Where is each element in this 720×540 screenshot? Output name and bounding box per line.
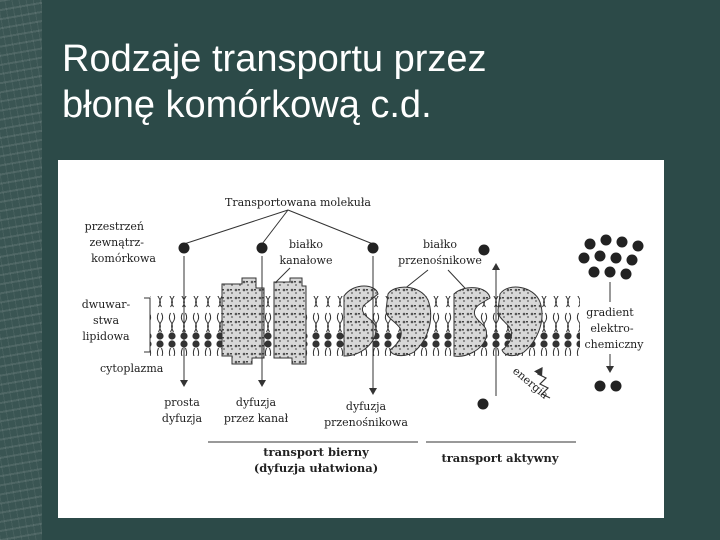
carrier-diffusion-line-1: dyfuzja [346,400,387,413]
molecule-branch-lines [183,209,374,245]
gradient-line-2: elektro- [590,322,634,335]
outside-molecules [178,242,490,256]
molecule-carrier-outside [367,242,379,254]
label-gradient: gradient elektro- chemiczny [585,306,645,351]
channel-diffusion-line-2: przez kanał [224,412,289,425]
passive-transport-line-2: (dyfuzja ułatwiona) [254,461,378,475]
label-lipid-bilayer: dwuwar- stwa lipidowa [82,298,131,343]
label-passive-transport: transport bierny (dyfuzja ułatwiona) [254,445,378,475]
top-label-transported-molecule: Transportowana molekuła [225,196,371,209]
channel-protein-line-1: białko [289,238,323,251]
channel-protein-pointer [275,267,291,283]
inside-molecules [477,380,622,410]
simple-diffusion-line-1: prosta [164,396,200,409]
channel-protein-shapes [221,277,307,365]
gradient-line-3: chemiczny [585,338,645,351]
extracellular-line-2: zewnątrz- [89,236,144,249]
channel-protein-line-2: kanałowe [280,254,333,267]
carrier-protein-shapes [343,285,543,357]
label-energy: energia [510,364,551,402]
carrier-protein-line-1: białko [423,238,457,251]
bilayer-bracket [144,297,151,353]
membrane-transport-diagram: Transportowana molekuła przestrzeń zewną… [82,196,645,475]
label-channel-diffusion: dyfuzja przez kanał [224,396,289,425]
carrier-diffusion-line-2: przenośnikowa [324,416,408,429]
simple-diffusion-line-2: dyfuzja [162,412,203,425]
transport-arrows [180,256,500,396]
molecule-active-outside [478,244,490,256]
label-carrier-diffusion: dyfuzja przenośnikowa [324,400,408,429]
label-cytoplasm: cytoplazma [100,362,164,375]
carrier-protein-line-2: przenośnikowe [398,254,482,267]
gradient-molecule-cluster [578,234,644,280]
channel-diffusion-line-1: dyfuzja [236,396,277,409]
slide-title-line-1: Rodzaje transportu przez [62,38,487,80]
membrane-transport-figure: Transportowana molekuła przestrzeń zewną… [58,160,664,518]
molecule-simple-outside [178,242,190,254]
label-carrier-protein: białko przenośnikowe [398,238,482,267]
label-channel-protein: białko kanałowe [280,238,333,267]
label-active-transport: transport aktywny [441,451,558,465]
gradient-line-1: gradient [586,306,634,319]
slide-title-line-2: błonę komórkową c.d. [62,84,432,126]
bilayer-line-3: lipidowa [82,330,130,343]
bilayer-line-2: stwa [93,314,119,327]
passive-transport-line-1: transport bierny [263,445,369,459]
extracellular-line-1: przestrzeń [85,220,144,233]
bilayer-line-1: dwuwar- [82,298,131,311]
slide-title: Rodzaje transportu przez błonę komórkową… [62,36,702,128]
energy-zigzag [534,367,551,399]
label-simple-diffusion: prosta dyfuzja [162,396,203,425]
extracellular-line-3: komórkowa [91,252,156,265]
decorative-left-strip [0,0,42,540]
molecule-active-inside [477,398,489,410]
molecule-channel-outside [256,242,268,254]
label-extracellular: przestrzeń zewnątrz- komórkowa [85,220,157,265]
